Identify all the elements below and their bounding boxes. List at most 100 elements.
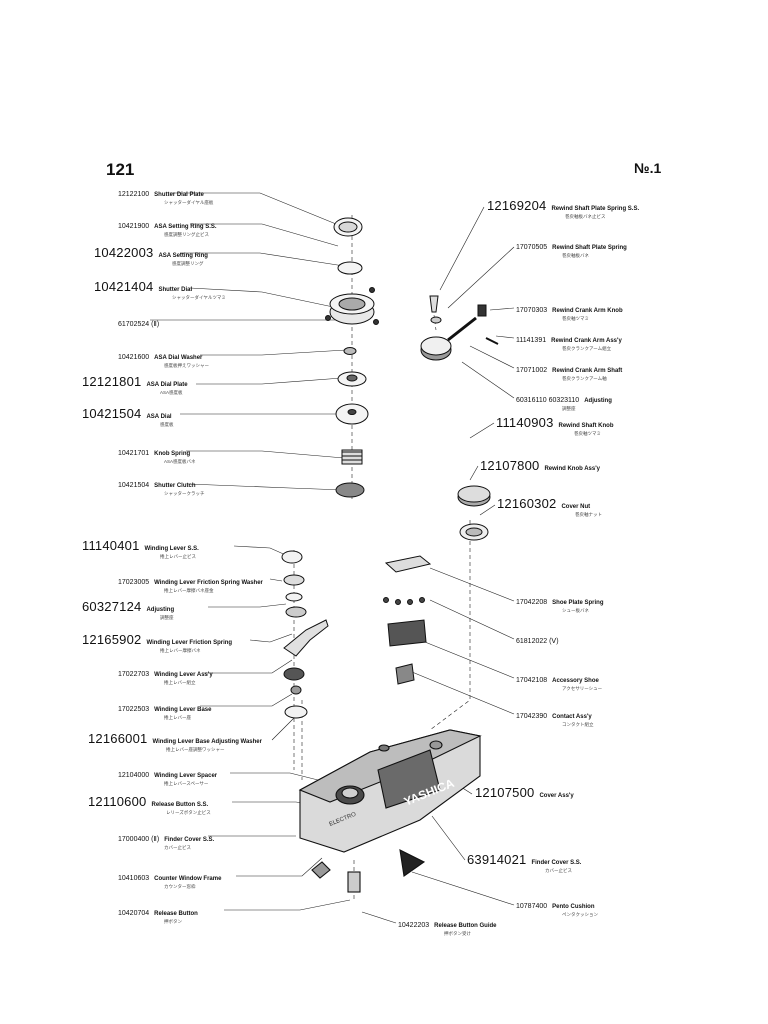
part-name: Winding Lever Base	[154, 707, 212, 713]
part-name-jp: 感度板押えワッシャー	[164, 363, 209, 368]
top-cover	[298, 729, 482, 893]
part-number: 60327124	[82, 599, 142, 614]
part-number: 12121801	[82, 374, 142, 389]
part-number: 17000400 (Ⅱ)	[118, 836, 160, 843]
page-number-right: №.1	[634, 160, 662, 176]
part-number: 10421504	[82, 406, 142, 421]
part-name-jp: ペンタクッション	[562, 912, 598, 917]
part-name-jp: 捲上レバー座調整ワッシャー	[166, 747, 225, 752]
part-label-l22: 10420704 Release Button 押ボタン	[118, 903, 198, 925]
part-name-jp: ASA感度板	[160, 390, 183, 395]
part-name-jp: アクセサリーシュー	[562, 686, 603, 691]
part-name: Finder Cover S.S.	[531, 860, 582, 866]
part-label-l20: 17000400 (Ⅱ)Finder Cover S.S.カバー止ビス	[118, 829, 214, 851]
part-number: 11141391	[516, 337, 547, 344]
part-name-jp: ASA感度板バネ	[164, 459, 196, 464]
part-name: Adjusting	[146, 607, 175, 613]
part-name: Release Button Guide	[434, 923, 497, 929]
part-label-r11: 61812022 (Ⅴ)	[516, 631, 564, 648]
part-number: 61702524 (Ⅱ)	[118, 321, 160, 328]
part-name: Winding Lever Base Adjusting Washer	[152, 739, 262, 745]
part-number: 12169204	[487, 198, 547, 213]
part-name-jp: レリーズボタン止ビス	[166, 810, 211, 815]
part-name: Rewind Shaft Knob	[558, 423, 614, 429]
part-name: Rewind Knob Ass'y	[544, 466, 600, 472]
part-number: 17071002	[516, 367, 548, 374]
part-name-jp: 巻戻軸板バネ	[562, 253, 589, 258]
part-number: 12122100	[118, 191, 150, 198]
part-name: Winding Lever Friction Spring Washer	[154, 580, 263, 586]
part-name: Contact Ass'y	[552, 714, 592, 720]
part-name-jp: 感度調整リング止ビス	[164, 232, 209, 237]
part-name-jp: 押ボタン	[164, 919, 182, 924]
part-name-jp: 捲上レバー座	[164, 715, 191, 720]
part-number: 10410603	[118, 875, 150, 882]
part-name: Release Button S.S.	[151, 802, 209, 808]
part-number: 17042108	[516, 677, 548, 684]
part-name: Shutter Clutch	[154, 483, 196, 489]
winding-lever-stack	[281, 550, 329, 719]
part-name-jp: 捲上レバースペーサー	[164, 781, 209, 786]
part-name: Adjusting	[584, 398, 612, 404]
part-number: 10421404	[94, 279, 154, 294]
part-name: Winding Lever Ass'y	[154, 672, 213, 678]
part-name-jp: 感度調整リング	[172, 261, 204, 266]
part-number: 12166001	[88, 731, 148, 746]
part-number: 17042390	[516, 713, 548, 720]
part-number: 12107500	[475, 785, 535, 800]
part-number: 10421600	[118, 354, 150, 361]
part-number: 10420704	[118, 910, 150, 917]
part-number: 10422003	[94, 245, 154, 260]
part-number: 10421701	[118, 450, 150, 457]
part-number: 17022703	[118, 671, 150, 678]
part-name: Rewind Shaft Plate Spring S.S.	[551, 206, 640, 212]
part-name-jp: 調整座	[160, 615, 174, 620]
part-name: ASA Dial Washer	[154, 355, 203, 361]
part-number: 10422203	[398, 922, 430, 929]
part-name-jp: 捲上レバー摩擦バネ座金	[164, 588, 214, 593]
part-label-l5: 61702524 (Ⅱ)	[118, 314, 164, 331]
part-name-jp: 感度板	[160, 422, 174, 427]
part-name: Release Button	[154, 911, 198, 917]
part-name: ASA Dial	[146, 414, 172, 420]
part-number: 17070505	[516, 244, 548, 251]
part-name-jp: シュー板バネ	[562, 608, 589, 613]
part-name: Shutter Dial	[158, 287, 193, 293]
part-name: Winding Lever S.S.	[144, 546, 199, 552]
part-name: Cover Ass'y	[539, 793, 574, 799]
part-name-jp: 巻戻クランクアーム軸	[562, 376, 607, 381]
part-name-jp: カウンター窓枠	[164, 884, 196, 889]
part-number: 12107800	[480, 458, 540, 473]
part-name-jp: 巻戻軸板バネ止ビス	[565, 214, 606, 219]
part-number: 12165902	[82, 632, 142, 647]
part-name-jp: シャッターダイヤルツマミ	[172, 295, 226, 300]
part-name-jp: 巻戻クランクアーム組立	[562, 346, 612, 351]
part-name-jp: 巻戻軸ツマミ	[562, 316, 589, 321]
part-name-jp: カバー止ビス	[164, 845, 191, 850]
part-name: ASA Setting Ring S.S.	[154, 224, 217, 230]
part-name-jp: シャッタークラッチ	[164, 491, 205, 496]
part-name-jp: シャッターダイヤル座板	[164, 200, 214, 205]
part-number: 17023005	[118, 579, 150, 586]
